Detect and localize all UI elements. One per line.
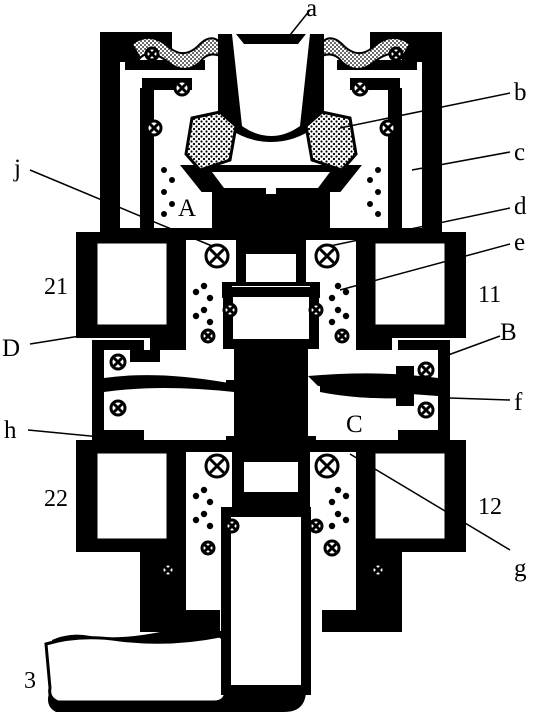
chamber-a: [156, 192, 212, 226]
label-port-12: 12: [478, 494, 502, 520]
spring-top-right-c: [367, 167, 381, 217]
spring-upper-left: [192, 282, 214, 326]
central-stem: [44, 230, 320, 712]
leader-d: [329, 207, 511, 247]
label-port-22: 22: [44, 486, 68, 512]
spring-lower-left: [192, 486, 214, 530]
rings-small: [109, 46, 435, 578]
ring-large-g: [314, 453, 340, 479]
leader-b: [339, 92, 511, 129]
port-21-box: [94, 240, 170, 328]
leader-f: [449, 397, 511, 401]
label-D: D: [2, 335, 20, 362]
port-11-box: [372, 240, 448, 328]
middle-piston: [104, 350, 438, 448]
label-port-3: 3: [24, 668, 36, 694]
port-12-box: [372, 450, 448, 542]
label-B: B: [500, 319, 517, 346]
chamber-a-right: [330, 192, 386, 226]
label-port-11: 11: [478, 282, 501, 308]
leader-lines: [27, 9, 511, 551]
label-A: A: [178, 195, 196, 222]
leader-h: [27, 429, 217, 449]
ring-large-h: [204, 453, 230, 479]
label-h: h: [4, 417, 17, 444]
leader-B: [439, 335, 501, 359]
label-b: b: [514, 79, 527, 106]
springs: [161, 167, 381, 530]
valve-housing: [76, 32, 466, 632]
label-d: d: [514, 193, 527, 220]
label-C: C: [346, 411, 363, 438]
leader-D: [29, 335, 81, 345]
plunger-a: [180, 34, 362, 230]
ring-large-j: [204, 243, 230, 269]
ports: [94, 240, 448, 542]
labels: a b c d e f g h j A B C D 21 22 11 12 3: [2, 0, 527, 694]
label-c: c: [514, 139, 525, 166]
label-g: g: [514, 555, 527, 582]
label-j: j: [13, 155, 21, 182]
label-e: e: [514, 229, 525, 256]
spring-upper-right: [328, 282, 350, 326]
leader-j: [29, 169, 213, 247]
ring-large-d: [314, 243, 340, 269]
port-22-box: [94, 450, 170, 542]
leader-e: [339, 243, 511, 291]
leader-g: [349, 453, 511, 551]
label-port-21: 21: [44, 274, 68, 300]
label-f: f: [514, 389, 523, 416]
spring-top-left-c: [161, 167, 175, 217]
leader-a: [285, 9, 311, 41]
coil-b: [184, 110, 358, 172]
leader-c: [411, 151, 511, 171]
spring-lower-right: [328, 486, 350, 530]
label-a: a: [306, 0, 317, 22]
seal-rings: [109, 46, 435, 578]
